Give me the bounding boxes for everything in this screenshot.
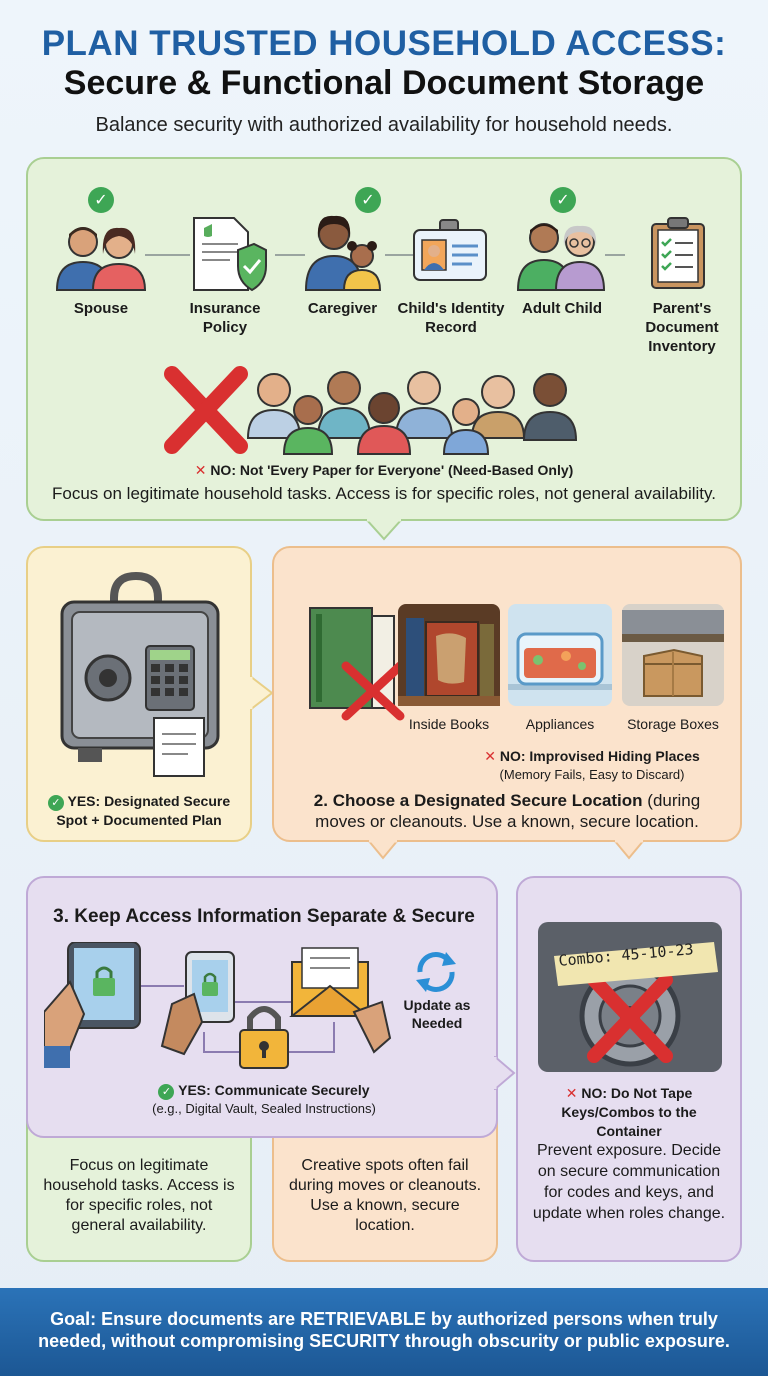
section4-note: Prevent exposure. Decide on secure commu…	[532, 1142, 726, 1222]
secure-communication-icons	[44, 942, 392, 1069]
books-x-icon	[309, 607, 405, 721]
access-role-label: Adult Child	[522, 300, 602, 317]
goal-banner: Goal: Ensure documents are RETRIEVABLE b…	[0, 1288, 768, 1376]
spouse-icon	[55, 227, 147, 291]
place-label: Inside Books	[408, 716, 490, 732]
panel-pointer	[494, 1056, 516, 1090]
goal-line-1: Goal: Ensure documents are RETRIEVABLE b…	[50, 1309, 718, 1329]
safe-icon	[60, 571, 220, 777]
access-role-label: Child's Identity Record	[397, 300, 505, 336]
who-needs-access-panel	[26, 157, 742, 521]
place-label: Storage Boxes	[627, 716, 719, 732]
storage-boxes-photo	[622, 604, 724, 706]
access-role-label: Caregiver	[307, 300, 378, 317]
yes-communicate-label: ✓ YES: Communicate Securely	[38, 1082, 490, 1100]
legitimate-tasks-note: Focus on legitimate household tasks. Acc…	[43, 1157, 235, 1234]
x-mark-icon: ✕	[194, 462, 211, 478]
caregiver-icon	[304, 215, 382, 291]
check-icon: ✓	[355, 187, 381, 213]
check-icon: ✓	[88, 187, 114, 213]
no-improvised-sub: (Memory Fails, Easy to Discard)	[499, 767, 685, 782]
panel-pointer	[368, 840, 398, 860]
yes-designated-label: ✓ YES: Designated Secure Spot + Document…	[36, 792, 242, 830]
panel-pointer	[250, 676, 274, 710]
x-mark-icon: ✕	[565, 1085, 582, 1101]
tape-combo-x-icon	[538, 922, 722, 1072]
crowd-icon	[246, 371, 578, 455]
refresh-icon	[416, 952, 456, 992]
creative-spots-note: Creative spots often fail during moves o…	[288, 1157, 482, 1234]
inside-books-photo	[398, 604, 500, 706]
yes-communicate-sub: (e.g., Digital Vault, Sealed Instruction…	[152, 1101, 376, 1116]
page-title: PLAN TRUSTED HOUSEHOLD ACCESS:	[41, 24, 727, 63]
section1-note: Focus on legitimate household tasks. Acc…	[52, 484, 716, 503]
panel-pointer	[366, 519, 402, 541]
big-x-icon	[164, 366, 248, 454]
access-role-label: Parent's Document Inventory	[645, 300, 719, 355]
check-icon: ✓	[158, 1084, 175, 1100]
update-label: Update as Needed	[403, 997, 471, 1031]
check-icon: ✓	[550, 187, 576, 213]
no-everyone-label: ✕ NO: Not 'Every Paper for Everyone' (Ne…	[194, 462, 574, 478]
page-subtitle: Balance security with authorized availab…	[95, 114, 673, 136]
id-card-icon	[413, 219, 487, 281]
x-mark-icon: ✕	[484, 748, 500, 764]
appliances-photo	[508, 604, 612, 706]
panel-pointer	[614, 840, 644, 860]
place-label: Appliances	[525, 716, 595, 732]
access-role-label: Spouse	[73, 300, 129, 317]
insurance-policy-icon	[193, 217, 267, 292]
section3-heading: 3. Keep Access Information Separate & Se…	[53, 906, 475, 927]
adult-child-icon	[516, 223, 606, 291]
no-improvised-label: ✕ NO: Improvised Hiding Places	[484, 748, 700, 764]
goal-line-2: needed, without compromising SECURITY th…	[38, 1331, 730, 1351]
no-tape-label: ✕ NO: Do Not Tape Keys/Combos to the Con…	[561, 1085, 697, 1139]
section2-heading: 2. Choose a Designated Secure Location (…	[313, 791, 701, 831]
clipboard-checklist-icon	[651, 217, 705, 289]
connector-lines	[145, 254, 625, 256]
page-subtitle-heading: Secure & Functional Document Storage	[63, 64, 705, 102]
check-icon: ✓	[47, 795, 64, 811]
access-role-label: Insurance Policy	[189, 300, 261, 336]
